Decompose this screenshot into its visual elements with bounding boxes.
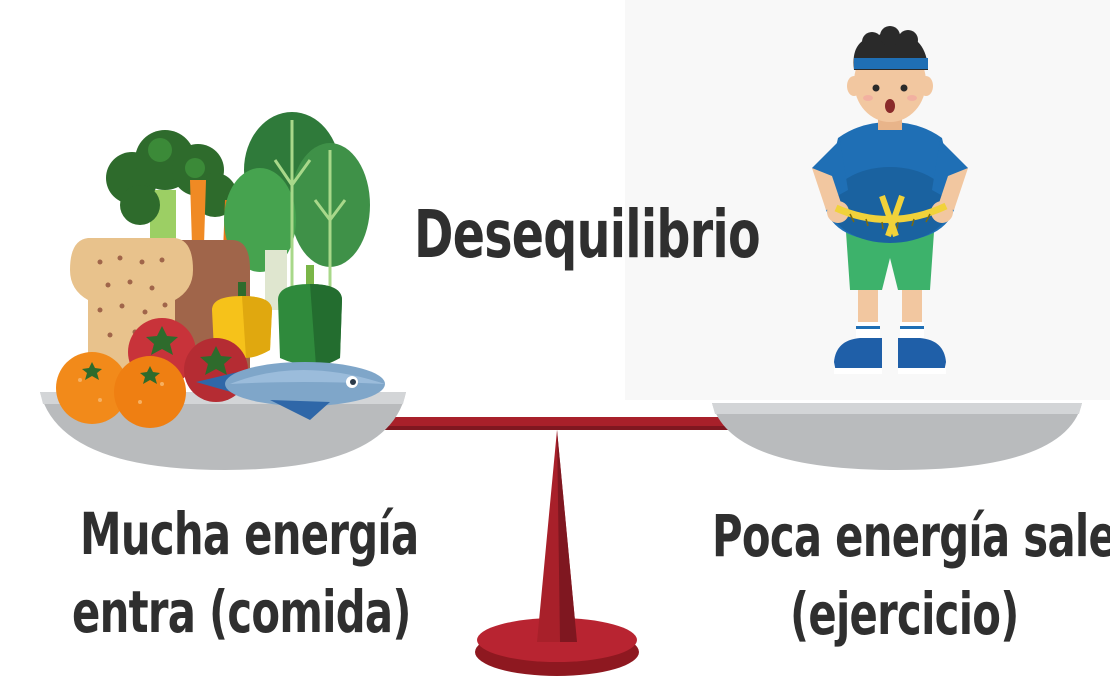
right-pan [712,403,1082,470]
balance-scale-icon [370,417,750,676]
energy-in-label-line2: entra (comida) [72,578,411,646]
shorts [846,232,934,290]
broccoli-icon [106,130,237,260]
left-shoe [834,338,882,372]
food-pile-icon [56,112,385,428]
energy-in-label-line1: Mucha energía [80,500,419,568]
headband [854,58,928,69]
orange-icon [56,352,186,428]
right-shoe [898,338,946,372]
measuring-tape-icon [834,195,948,237]
energy-out-label-line2: (ejercicio) [790,580,1019,648]
title: Desequilibrio [414,196,761,273]
energy-out-label-line1: Poca energía sale [712,502,1110,570]
person-icon [812,26,968,374]
green-pepper-icon [278,265,342,366]
fish-icon [196,362,385,420]
